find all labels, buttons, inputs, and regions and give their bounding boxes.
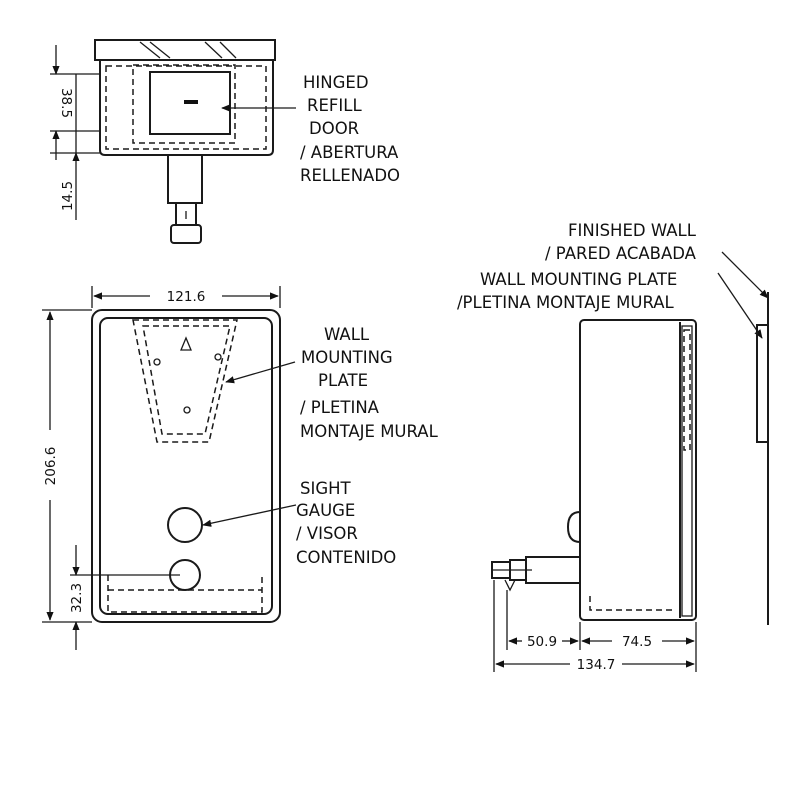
dim-121-6: 121.6: [167, 289, 206, 305]
front-outer: [91, 309, 281, 623]
front-view: 121.6 206.6 32.3 WALL MOUNTING PLATE / P…: [42, 286, 439, 650]
callout-line: PLATE: [318, 371, 368, 390]
wall-leader: [721, 251, 769, 299]
valve-stem: [167, 154, 203, 204]
dim-74-5: 74.5: [622, 634, 652, 650]
side-gauge: [566, 511, 581, 543]
dim-50-9: 50.9: [527, 634, 557, 650]
callout-line: GAUGE: [296, 501, 355, 520]
top-lip: [94, 39, 276, 61]
plate-label: /PLETINA MONTAJE MURAL: [457, 293, 675, 312]
door-lock-slot: [184, 100, 198, 104]
wall-label: FINISHED WALL: [568, 221, 697, 240]
wall-mounting-plate: [132, 319, 238, 443]
hinged-door-callout: HINGED REFILL DOOR / ABERTURA RELLENADO: [300, 73, 400, 185]
side-valve: [525, 556, 581, 584]
callout-line: DOOR: [309, 119, 359, 138]
dim-206-6: 206.6: [43, 447, 59, 486]
reservoir-outline: [107, 575, 263, 613]
callout-line: MOUNTING: [301, 348, 393, 367]
plate-triangle-mark: [180, 336, 192, 351]
callout-line: / PLETINA: [300, 398, 380, 417]
callout-line: REFILL: [307, 96, 362, 115]
plate-label: WALL MOUNTING PLATE: [480, 270, 677, 289]
side-mounting-plate: [756, 324, 769, 443]
side-view: FINISHED WALL / PARED ACABADA WALL MOUNT…: [457, 221, 769, 673]
gauge-leader: [202, 504, 297, 527]
wall-label: / PARED ACABADA: [545, 244, 697, 263]
side-labels: FINISHED WALL / PARED ACABADA WALL MOUNT…: [457, 221, 697, 312]
plate-leader: [225, 361, 296, 384]
callout-line: / ABERTURA: [300, 143, 399, 162]
dim-38-5: 38.5: [58, 88, 74, 118]
dim-32-3: 32.3: [69, 583, 85, 613]
plate-leader-side: [717, 272, 763, 339]
gauge-callout: SIGHT GAUGE / VISOR CONTENIDO: [296, 479, 396, 567]
side-body: [579, 319, 697, 621]
callout-line: WALL: [324, 325, 370, 344]
sight-gauge: [167, 507, 203, 543]
callout-line: CONTENIDO: [296, 548, 396, 567]
callout-line: SIGHT: [300, 479, 352, 498]
callout-line: RELLENADO: [300, 166, 400, 185]
callout-line: / VISOR: [296, 524, 358, 543]
hinged-refill-door: [149, 71, 231, 135]
callout-line: HINGED: [303, 73, 369, 92]
dim-134-7: 134.7: [577, 657, 616, 673]
push-button: [170, 224, 202, 244]
top-view: 38.5 14.5 HINGED REFILL DOOR / ABERTURA …: [50, 39, 400, 244]
plate-callout: WALL MOUNTING PLATE / PLETINA MONTAJE MU…: [300, 325, 439, 441]
callout-line: MONTAJE MURAL: [300, 422, 439, 441]
dim-14-5: 14.5: [60, 181, 76, 211]
front-inner: [99, 317, 273, 615]
